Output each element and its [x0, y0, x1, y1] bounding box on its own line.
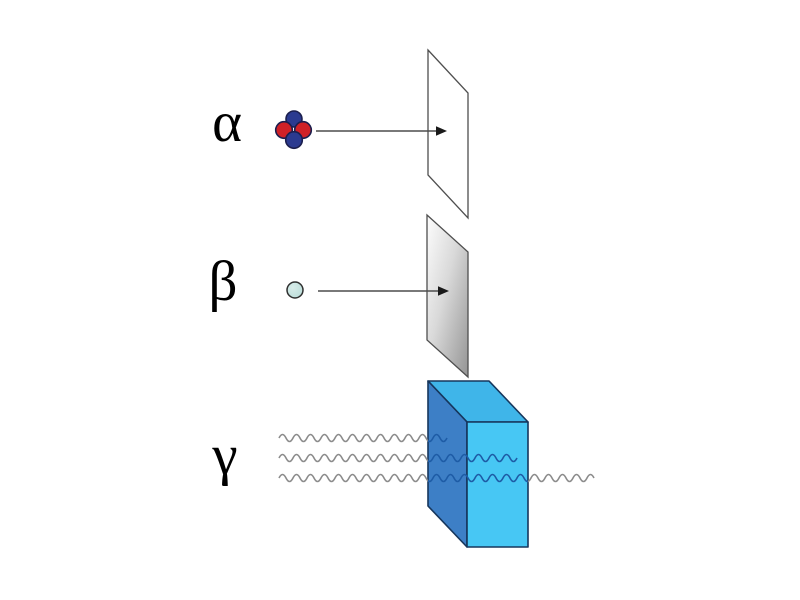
gamma-row: γ [211, 380, 595, 548]
beta-particle-icon [286, 281, 304, 299]
gamma-ray-3-inside [428, 473, 528, 483]
beta-arrowhead-icon [438, 286, 449, 296]
beta-label: β [208, 250, 237, 313]
gamma-rays-icon [278, 433, 595, 483]
neutron-sphere-icon [284, 130, 304, 150]
alpha-particle-icon [274, 110, 313, 150]
gamma-label: γ [211, 424, 237, 487]
gamma-ray-2-inside [428, 453, 518, 463]
paper-sheet [427, 48, 469, 220]
metal-sheet [426, 213, 469, 379]
beta-row: β [208, 213, 469, 379]
alpha-arrowhead-icon [436, 126, 447, 136]
alpha-label: α [212, 91, 242, 154]
blue-block [427, 380, 529, 548]
alpha-row: α [212, 48, 469, 220]
gamma-ray-1-outside [278, 433, 448, 443]
block-front-face [466, 421, 529, 548]
